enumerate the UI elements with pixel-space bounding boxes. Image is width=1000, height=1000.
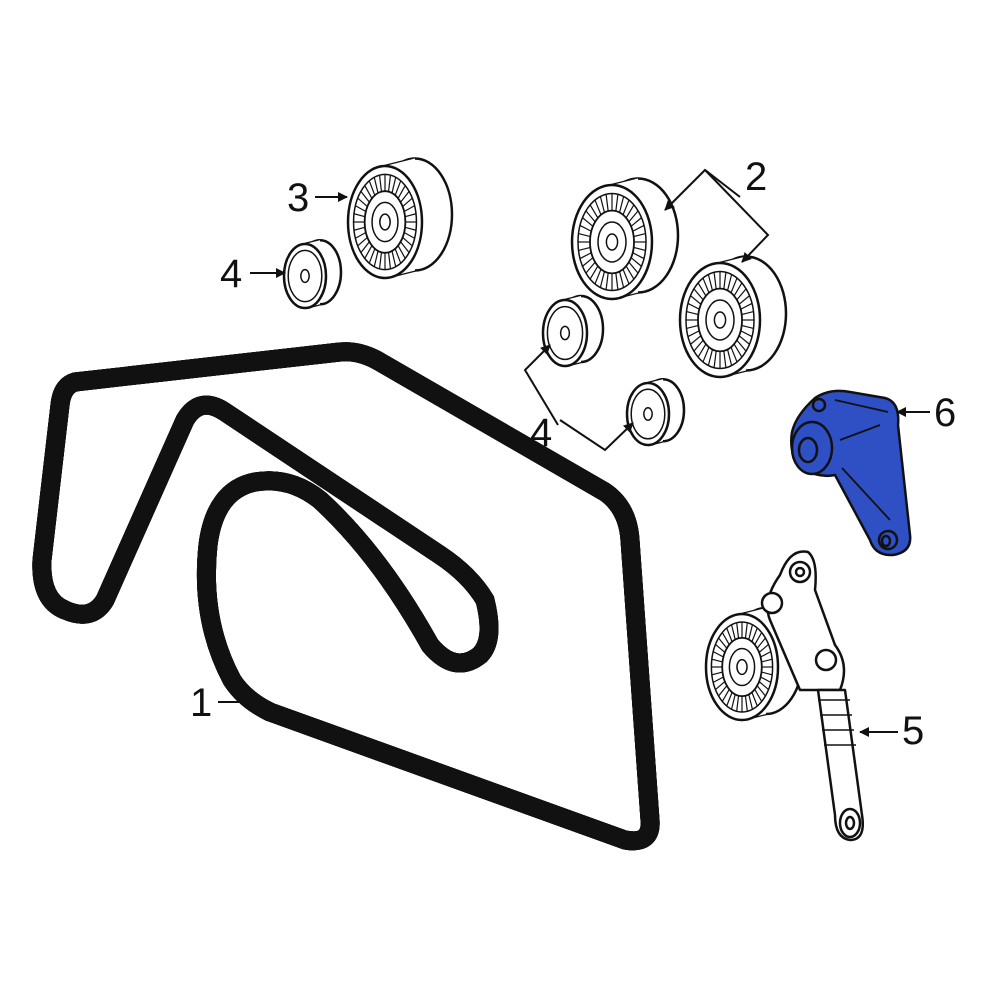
- callout-4-upper: 4: [220, 252, 242, 296]
- callout-3: 3: [287, 176, 309, 220]
- callout-6: 6: [934, 391, 956, 435]
- idler-pulley-2-upper[interactable]: [570, 177, 680, 301]
- serpentine-belt[interactable]: [42, 352, 650, 841]
- belt-tensioner[interactable]: [760, 550, 864, 842]
- idler-pulley-4-lower[interactable]: [625, 378, 686, 447]
- leader-lines: [218, 168, 930, 737]
- callout-1: 1: [190, 681, 212, 725]
- callout-5: 5: [902, 709, 924, 753]
- idler-pulley-4-upper[interactable]: [282, 239, 343, 310]
- callout-2: 2: [745, 155, 767, 199]
- idler-pulley-3[interactable]: [346, 157, 454, 280]
- idler-pulley-4-middle[interactable]: [541, 294, 605, 368]
- idler-pulley-2-lower[interactable]: [678, 255, 788, 379]
- tensioner-bracket[interactable]: [790, 389, 912, 557]
- callout-4-lower: 4: [530, 411, 552, 455]
